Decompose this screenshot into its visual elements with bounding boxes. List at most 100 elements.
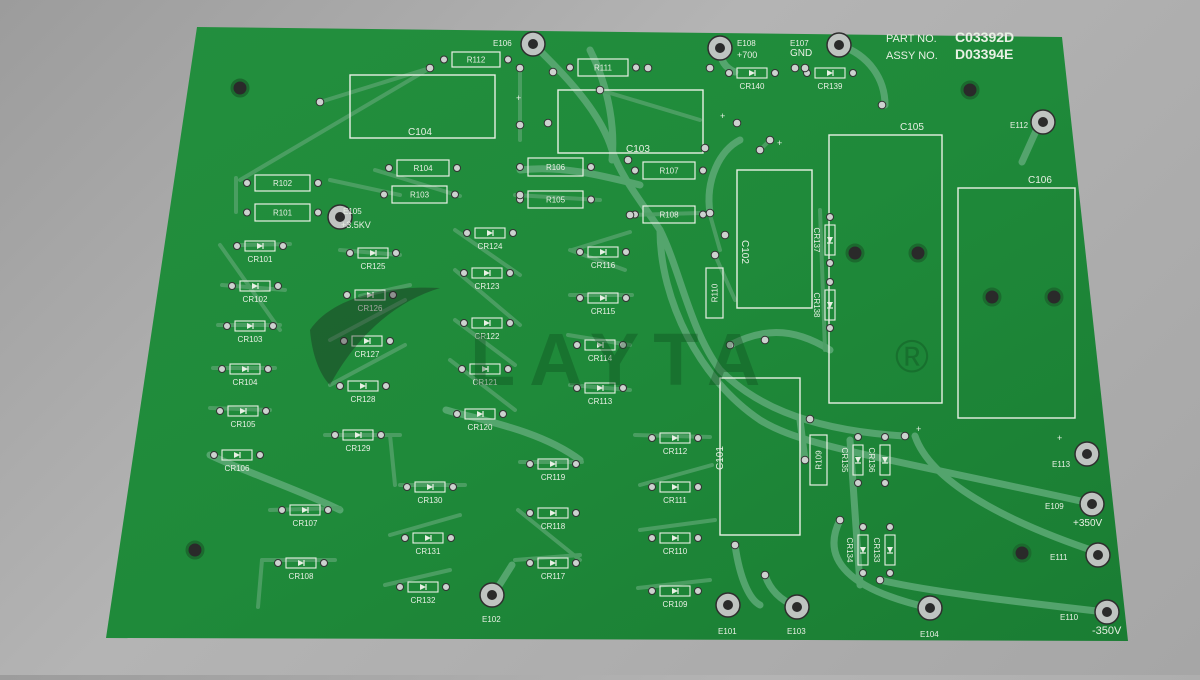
terminal-e103: E103 bbox=[784, 594, 810, 636]
solder-pad bbox=[543, 118, 553, 128]
solder-pad bbox=[900, 431, 910, 441]
diode-label: CR116 bbox=[591, 261, 616, 270]
diode-label: CR108 bbox=[289, 572, 314, 581]
terminal-value: +3.5KV bbox=[341, 220, 371, 230]
terminal-label: E109 bbox=[1045, 502, 1064, 511]
diode-label: CR130 bbox=[418, 496, 443, 505]
terminal-e105: E105+3.5KV bbox=[327, 204, 371, 230]
capacitor-label: C105 bbox=[900, 122, 924, 133]
terminal-label: E101 bbox=[718, 627, 737, 636]
resistor-r103: R103 bbox=[380, 185, 459, 204]
diode-label: CR133 bbox=[872, 538, 881, 563]
solder-pad bbox=[790, 63, 800, 73]
diode-cr125: CR125 bbox=[346, 247, 400, 271]
resistor-r101: R101 bbox=[243, 203, 322, 222]
diode-cr130: CR130 bbox=[403, 481, 457, 505]
diode-cr133: CR133 bbox=[872, 523, 896, 577]
mounting-hole bbox=[230, 78, 250, 98]
mounting-hole bbox=[185, 540, 205, 560]
resistor-label: R106 bbox=[546, 163, 566, 172]
terminal-label: E110 bbox=[1060, 613, 1079, 622]
diode-label: CR125 bbox=[361, 262, 386, 271]
diode-cr107: CR107 bbox=[278, 504, 332, 528]
watermark-text: LAYTA bbox=[470, 318, 774, 401]
solder-pad bbox=[623, 155, 633, 165]
diode-label: CR105 bbox=[231, 420, 256, 429]
terminal-e104: E104 bbox=[917, 595, 943, 639]
resistor-r102: R102 bbox=[243, 174, 322, 192]
solder-pad bbox=[835, 515, 845, 525]
diode-cr132: CR132 bbox=[396, 581, 450, 605]
capacitor-c105: C105 bbox=[828, 122, 943, 404]
terminal-label: E108 bbox=[737, 39, 756, 48]
terminal-label: E106 bbox=[493, 39, 512, 48]
resistor-label: R104 bbox=[413, 164, 433, 173]
capacitor-c102: C102 bbox=[736, 169, 813, 309]
solder-pad bbox=[315, 97, 325, 107]
solder-pad bbox=[595, 85, 605, 95]
solder-pad bbox=[760, 335, 770, 345]
diode-cr111: CR111 bbox=[648, 481, 702, 505]
board-header: PART NO. C03392D ASSY NO. D03394E bbox=[886, 29, 1014, 62]
solder-pad bbox=[625, 210, 635, 220]
mounting-hole bbox=[1012, 543, 1032, 563]
diode-label: CR106 bbox=[225, 464, 250, 473]
diode-cr113: CR113 bbox=[573, 382, 627, 406]
resistor-label: R103 bbox=[410, 191, 430, 200]
diode-cr140: CR140 bbox=[725, 67, 779, 91]
solder-pad bbox=[755, 145, 765, 155]
mounting-hole bbox=[960, 80, 980, 100]
terminal-label: E103 bbox=[787, 627, 806, 636]
diode-cr138: CR138 bbox=[812, 278, 836, 332]
diode-label: CR135 bbox=[840, 448, 849, 473]
diode-cr115: CR115 bbox=[576, 292, 630, 316]
diode-label: CR107 bbox=[293, 519, 318, 528]
solder-pad bbox=[705, 63, 715, 73]
solder-pad bbox=[877, 100, 887, 110]
diode-cr134: CR134 bbox=[845, 523, 869, 577]
solder-pad bbox=[710, 250, 720, 260]
diode-cr124: CR124 bbox=[463, 227, 517, 251]
diode-label: CR127 bbox=[355, 350, 380, 359]
solder-pad bbox=[515, 63, 525, 73]
resistor-r112: R112 bbox=[440, 51, 512, 68]
diode-label: CR121 bbox=[473, 378, 498, 387]
terminal-e101: E101 bbox=[715, 592, 741, 636]
terminal-value: -350V bbox=[1092, 625, 1122, 637]
resistor-r107: R107 bbox=[631, 161, 707, 180]
solder-pad bbox=[705, 208, 715, 218]
resistor-r104: R104 bbox=[385, 159, 461, 177]
terminal-e110: E110 -350V bbox=[1060, 599, 1122, 637]
diode-cr123: CR123 bbox=[460, 267, 514, 291]
diode-label: CR115 bbox=[591, 307, 616, 316]
diode-cr131: CR131 bbox=[401, 532, 455, 556]
diode-cr118: CR118 bbox=[526, 507, 580, 531]
diode-label: CR132 bbox=[411, 596, 436, 605]
terminal-e106: E106 bbox=[493, 31, 546, 57]
diode-label: CR109 bbox=[663, 600, 688, 609]
solder-pad bbox=[720, 230, 730, 240]
diode-cr120: CR120 bbox=[453, 408, 507, 432]
solder-pad bbox=[800, 455, 810, 465]
diode-label: CR110 bbox=[663, 547, 688, 556]
resistor-label: R107 bbox=[659, 167, 679, 176]
terminal-e108: E108+700 bbox=[707, 35, 757, 61]
solder-pad bbox=[875, 575, 885, 585]
terminal-label: E104 bbox=[920, 630, 939, 639]
diode-cr101: CR101 bbox=[233, 240, 287, 264]
capacitor-c103: C103 bbox=[557, 89, 704, 155]
diode-cr119: CR119 bbox=[526, 458, 580, 482]
diode-cr139: CR139 bbox=[803, 67, 857, 91]
mounting-hole bbox=[982, 287, 1002, 307]
diode-label: CR120 bbox=[468, 423, 493, 432]
diode-cr105: CR105 bbox=[216, 405, 270, 429]
resistor-r106: R106 bbox=[516, 157, 595, 177]
resistor-r109: R109 bbox=[809, 434, 828, 486]
solder-pad bbox=[643, 63, 653, 73]
terminal-label: E107 bbox=[790, 39, 809, 48]
capacitor-label: C103 bbox=[626, 144, 650, 155]
diode-label: CR117 bbox=[541, 572, 566, 581]
resistor-label: R108 bbox=[659, 211, 679, 220]
diode-label: CR112 bbox=[663, 447, 688, 456]
solder-pad bbox=[700, 143, 710, 153]
